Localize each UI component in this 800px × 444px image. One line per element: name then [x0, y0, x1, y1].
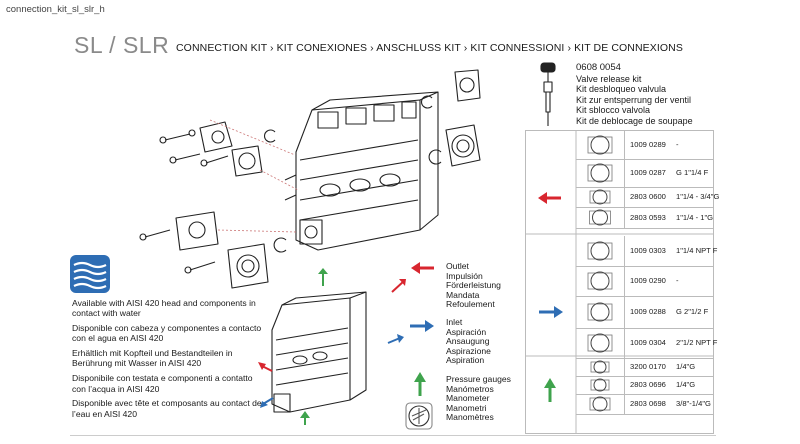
legend-gauge-en: Pressure gauges	[446, 374, 511, 384]
parts-row-outlet: 2803 0600 1"1/4 - 3/4"G	[576, 187, 719, 208]
parts-row-inlet: 1009 0304 2"1/2 NPT F	[576, 328, 718, 359]
part-size: 1/4"G	[676, 362, 696, 371]
valve-release-icon	[540, 62, 556, 126]
valve-code: 0608 0054	[576, 62, 621, 73]
aisi-text-en: Available with AISI 420 head and compone…	[72, 298, 256, 319]
part-code: 2803 0698	[630, 399, 666, 408]
legend-gauge-arrow	[414, 372, 426, 396]
parts-row-gauge: 2803 0698 3/8"-1/4"G	[576, 394, 714, 415]
kit-title: CONNECTION KIT › KIT CONEXIONES › ANSCHL…	[176, 42, 683, 54]
part-image-icon	[576, 358, 625, 376]
legend-outlet-fr: Refoulement	[446, 299, 495, 310]
legend-outlet-es: Impulsión	[446, 270, 483, 281]
part-image-icon	[576, 296, 625, 328]
parts-row-inlet: 1009 0303 1"1/4 NPT F	[576, 236, 718, 267]
part-image-icon	[576, 236, 625, 266]
valve-line-it: Kit sblocco valvola	[576, 105, 651, 115]
parts-table-frame	[525, 130, 714, 434]
part-size: 3/8"-1/4"G	[676, 399, 711, 408]
valve-line-en: Valve release kit	[576, 73, 642, 84]
upper-bolts	[159, 121, 276, 177]
part-code: 1009 0290	[630, 276, 666, 285]
legend-inlet-fr: Aspiration	[446, 355, 485, 366]
part-image-icon	[576, 394, 625, 414]
valve-line-es: Kit desbloqueo valvula	[576, 84, 667, 94]
part-size: 1"1/4 NPT F	[676, 246, 718, 255]
legend-outlet: Outlet Impulsión Förderleistung Mandata …	[446, 261, 501, 310]
part-size: -	[676, 276, 679, 285]
legend-outlet-it: Mandata	[446, 289, 480, 300]
bottom-divider	[70, 435, 716, 436]
parts-row-inlet: 1009 0290 -	[576, 266, 714, 297]
parts-row-outlet: 1009 0289 -	[576, 131, 714, 160]
legend-inlet: Inlet Aspiración Ansaugung Aspirazione A…	[446, 317, 491, 366]
outlet-flange-top	[421, 69, 481, 109]
valve-line-de: Kit zur entsperrung der ventil	[576, 94, 692, 105]
aisi-text-es: Disponible con cabeza y componentes a co…	[72, 323, 262, 344]
part-code: 2803 0593	[630, 212, 666, 222]
part-image-icon	[576, 159, 625, 187]
series-title: SL / SLR	[74, 32, 170, 58]
manometer-icon	[405, 402, 433, 430]
file-label: connection_kit_sl_slr_h	[6, 4, 105, 15]
part-code: 2803 0600	[630, 192, 666, 201]
legend-gauge-de: Manometer	[446, 393, 490, 404]
valve-release-kit: 0608 0054 Valve release kit Kit desbloqu…	[576, 62, 693, 126]
legend-inlet-de: Ansaugung	[446, 336, 490, 347]
legend-inlet-en: Inlet	[446, 317, 463, 327]
parts-row-outlet: 2803 0593 1"1/4 - 1"G	[576, 207, 714, 229]
part-code: 1009 0287	[630, 168, 666, 177]
aisi-text-it: Disponibile con testata e componenti a c…	[72, 373, 253, 394]
parts-row-gauge: 2803 0696 1/4"G	[576, 376, 714, 395]
part-image-icon	[576, 207, 625, 228]
aisi-water-icon	[70, 255, 110, 293]
pump-upper	[284, 91, 439, 251]
part-size: 1"1/4 - 3/4"G	[676, 192, 720, 201]
guide-lines	[209, 119, 299, 233]
table-gauge-arrow	[544, 378, 556, 402]
valve-line-fr: Kit de deblocage de soupape	[576, 115, 693, 126]
part-size: G 2"1/2 F	[676, 307, 709, 316]
outlet-flange-right	[428, 124, 481, 167]
parts-row-inlet: 1009 0288 G 2"1/2 F	[576, 296, 714, 329]
legend-inlet-es: Aspiración	[446, 326, 487, 337]
part-size: 2"1/2 NPT F	[676, 338, 718, 347]
part-size: G 1"1/4 F	[676, 168, 709, 177]
aisi-text-fr: Disponible avec tête et composants au co…	[72, 398, 262, 419]
legend-outlet-de: Förderleistung	[446, 280, 501, 291]
part-code: 1009 0304	[630, 338, 666, 347]
pump-arrows	[258, 268, 406, 425]
part-image-icon	[576, 187, 625, 207]
lower-bolts	[139, 211, 287, 289]
legend-gauge-fr: Manomètres	[446, 412, 494, 423]
legend-outlet-en: Outlet	[446, 261, 469, 271]
table-outlet-arrow	[538, 192, 561, 204]
legend-inlet-arrow	[410, 320, 434, 332]
legend-gauge-it: Manometri	[446, 402, 487, 413]
legend-outlet-arrow	[411, 262, 434, 274]
part-code: 1009 0303	[630, 246, 666, 255]
part-image-icon	[576, 376, 625, 394]
part-image-icon	[576, 266, 625, 296]
part-image-icon	[576, 328, 625, 358]
legend-inlet-it: Aspirazione	[446, 345, 491, 356]
part-code: 3200 0170	[630, 362, 666, 371]
table-inlet-arrow	[539, 306, 563, 318]
part-code: 2803 0696	[630, 380, 666, 389]
parts-row-gauge: 3200 0170 1/4"G	[576, 358, 714, 377]
legend-gauge: Pressure gauges Manómetros Manometer Man…	[446, 374, 511, 423]
aisi-text-de: Erhältlich mit Kopfteil und Bestandteile…	[72, 348, 233, 369]
part-code: 1009 0289	[630, 140, 666, 149]
aisi-description: Available with AISI 420 head and compone…	[72, 298, 262, 423]
part-size: -	[676, 140, 679, 149]
part-image-icon	[576, 131, 625, 159]
part-code: 1009 0288	[630, 307, 666, 316]
pump-lower	[271, 291, 367, 413]
parts-row-outlet: 1009 0287 G 1"1/4 F	[576, 159, 714, 188]
part-size: 1/4"G	[676, 380, 696, 389]
part-size: 1"1/4 - 1"G	[676, 212, 714, 222]
legend-gauge-es: Manómetros	[446, 383, 494, 394]
